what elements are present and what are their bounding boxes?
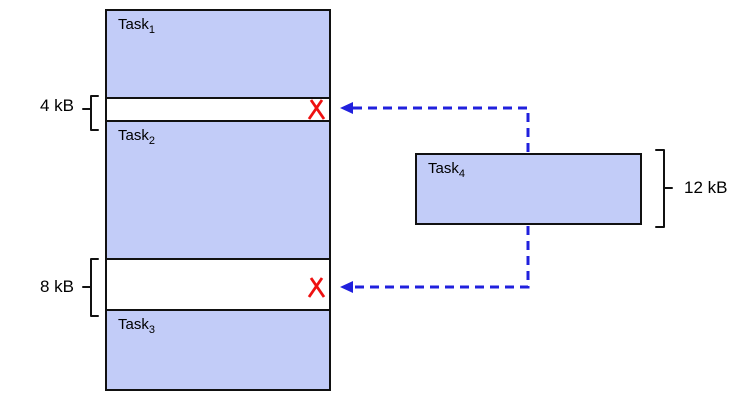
memory-block-task1: Task1 — [107, 11, 329, 99]
gap2-size-label: 8 kB — [39, 277, 74, 296]
task4-label-subscript: 4 — [458, 168, 465, 180]
arrow-to-8kb-gap-line — [351, 226, 530, 289]
task1-label-base: Task — [118, 16, 149, 33]
incoming-task-box: Task4 — [415, 153, 642, 225]
memory-column: Task1 Task2 Task3 — [105, 9, 331, 391]
task1-label: Task1 — [107, 11, 329, 36]
task2-label: Task2 — [107, 122, 329, 147]
gap1-size-brace-icon — [82, 95, 99, 131]
task3-label-subscript: 3 — [148, 324, 155, 336]
memory-block-task2: Task2 — [107, 120, 329, 260]
task3-label-base: Task — [118, 316, 149, 333]
task1-label-subscript: 1 — [148, 24, 155, 36]
task2-label-subscript: 2 — [148, 135, 155, 147]
memory-gap-4kb — [107, 99, 329, 120]
arrow-to-8kb-gap-head-icon — [340, 281, 353, 293]
task3-label: Task3 — [107, 311, 329, 336]
memory-gap-8kb — [107, 260, 329, 309]
gap2-size-brace-icon — [82, 258, 99, 317]
task4-label-base: Task — [428, 160, 459, 177]
arrow-to-4kb-gap-head-icon — [340, 102, 353, 114]
incoming-task-size-brace-icon — [655, 149, 673, 228]
memory-block-task3: Task3 — [107, 309, 329, 389]
task2-label-base: Task — [118, 127, 149, 144]
arrow-to-4kb-gap-line — [351, 106, 530, 152]
task4-label: Task4 — [417, 155, 640, 180]
incoming-task-size-label: 12 kB — [684, 178, 728, 197]
gap1-size-label: 4 kB — [39, 96, 74, 115]
